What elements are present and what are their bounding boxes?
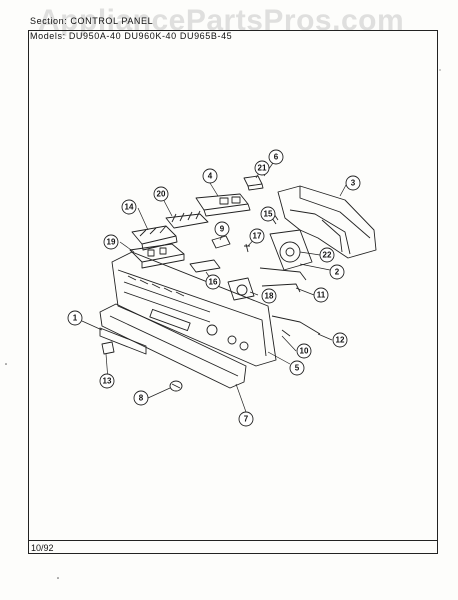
callout-10: 10 [296,343,312,359]
part-selector-switch [227,277,255,301]
svg-text:8: 8 [139,394,144,403]
svg-text:22: 22 [323,251,332,260]
svg-text:21: 21 [258,164,267,173]
svg-text:17: 17 [253,232,262,241]
callout-6: 6 [268,149,284,165]
part-fascia-end [99,327,147,355]
callout-20: 20 [153,186,169,202]
svg-text:13: 13 [103,377,112,386]
svg-text:10: 10 [300,347,309,356]
svg-text:19: 19 [107,238,116,247]
callout-5: 5 [289,360,305,376]
diagram-frame [28,30,438,554]
part-housing-bracket [277,185,377,259]
svg-text:6: 6 [274,153,279,162]
callout-15: 15 [260,206,276,222]
scan-specks [5,69,441,579]
callout-9: 9 [214,221,230,237]
svg-text:4: 4 [208,172,213,181]
part-timer [259,229,313,281]
part-knob-cap [101,341,115,355]
part-small-block [243,175,264,191]
callout-1: 1 [67,310,83,326]
callout-17: 17 [249,228,265,244]
callout-12: 12 [332,332,348,348]
callout-21: 21 [254,160,270,176]
part-wire-screw [271,315,321,337]
svg-text:5: 5 [295,364,300,373]
footer-date: 10/92 [31,543,54,553]
svg-text:7: 7 [244,415,249,424]
callout-2: 2 [329,264,345,280]
leader-lines [81,159,347,413]
callout-13: 13 [99,373,115,389]
part-comb-connector [165,210,209,229]
svg-text:20: 20 [157,190,166,199]
callout-8: 8 [133,390,149,406]
callout-22: 22 [319,247,335,263]
svg-text:9: 9 [220,225,225,234]
svg-text:16: 16 [209,278,218,287]
svg-text:18: 18 [265,292,274,301]
svg-text:12: 12 [336,336,345,345]
svg-text:1: 1 [73,314,78,323]
callout-19: 19 [103,234,119,250]
svg-text:14: 14 [125,203,134,212]
part-lower-switch-bank [129,243,185,269]
part-pad [189,259,221,273]
part-small-knob [169,380,183,392]
callout-14: 14 [121,199,137,215]
part-switch-plate [195,193,251,217]
part-console-panel [111,251,277,367]
footer-divider [28,540,438,541]
svg-text:15: 15 [264,210,273,219]
callout-11: 11 [313,287,329,303]
svg-text:11: 11 [317,291,326,300]
callout-16: 16 [205,274,221,290]
section-title: Section: CONTROL PANEL [30,16,154,26]
callout-18: 18 [261,288,277,304]
callout-3: 3 [345,175,361,191]
callout-4: 4 [202,168,218,184]
part-bezel-strip [99,303,247,389]
callout-7: 7 [238,411,254,427]
callout-labels: 1 2 3 4 5 6 7 8 9 10 11 12 13 14 15 16 1… [67,149,361,427]
models-line: Models: DU950A-40 DU960K-40 DU965B-45 [30,31,233,41]
svg-text:3: 3 [351,179,356,188]
svg-text:2: 2 [335,268,340,277]
